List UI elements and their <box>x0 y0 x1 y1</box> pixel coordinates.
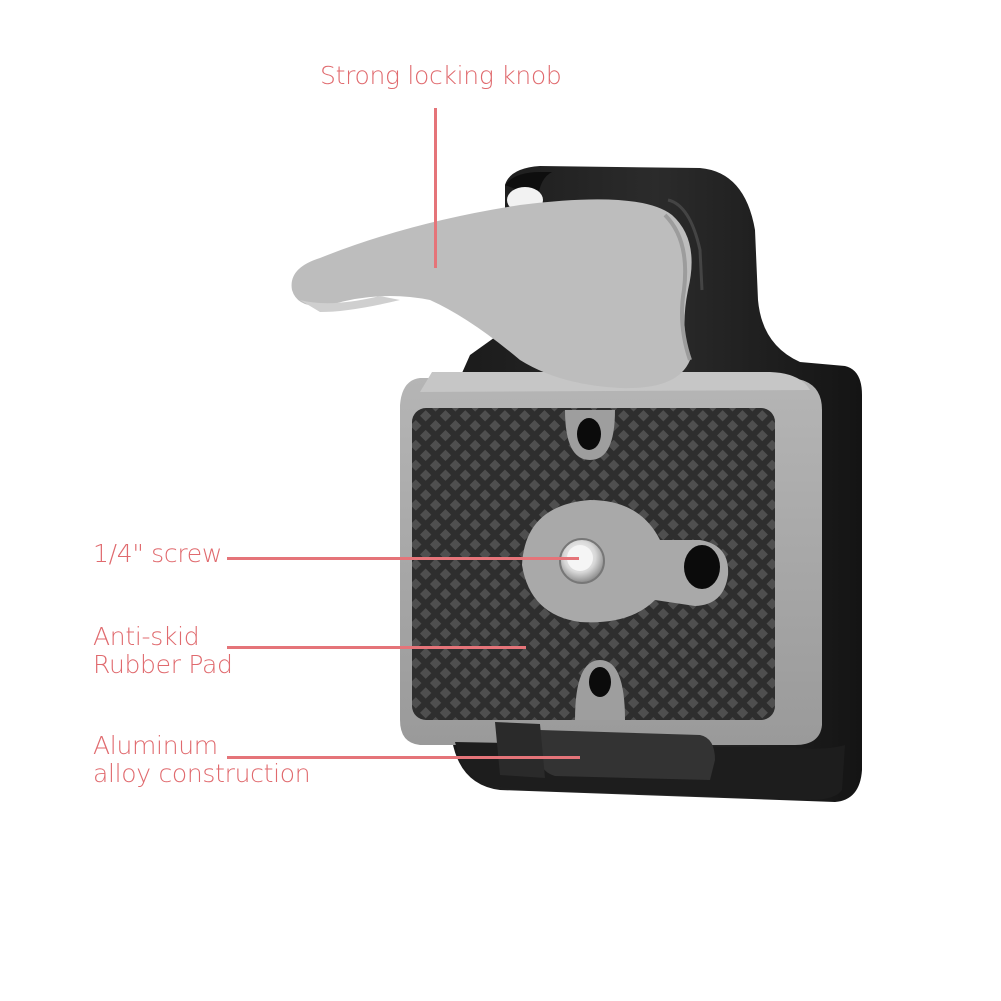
callout-rubber-pad: Anti-skid Rubber Pad <box>93 623 233 679</box>
callout-text: Strong locking knob <box>320 61 562 90</box>
callout-text-line2: Rubber Pad <box>93 650 233 679</box>
callout-text-line1: Aluminum <box>93 731 218 760</box>
locking-knob <box>291 199 692 389</box>
callout-screw: 1/4" screw <box>93 540 222 568</box>
callout-locking-knob: Strong locking knob <box>320 61 562 90</box>
callout-text-line2: alloy construction <box>93 759 311 788</box>
callout-aluminum-alloy: Aluminum alloy construction <box>93 731 311 788</box>
callout-text-line1: Anti-skid <box>93 622 200 651</box>
callout-line-alloy <box>227 756 580 759</box>
bottom-clamp <box>455 722 845 800</box>
callout-text: 1/4" screw <box>93 539 223 568</box>
callout-line-screw <box>227 557 579 560</box>
screw-mount <box>522 500 729 623</box>
callout-line-pad <box>227 646 526 649</box>
callout-line-knob <box>434 108 437 268</box>
